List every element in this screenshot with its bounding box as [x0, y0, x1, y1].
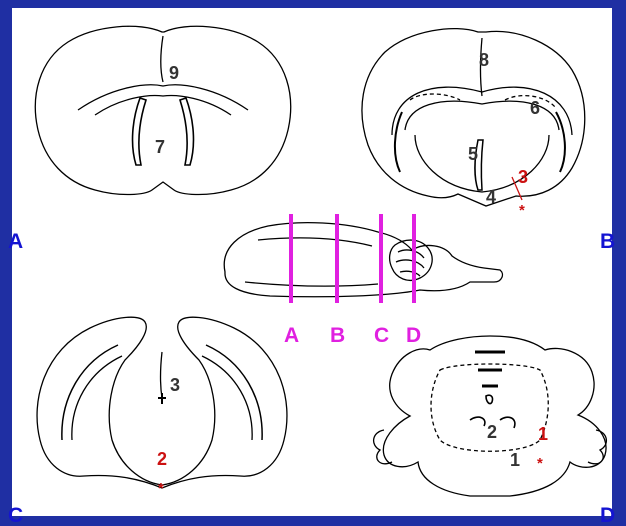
section-c-aqueduct: [158, 393, 166, 404]
section-c-label-2: 2: [157, 449, 167, 469]
coronal-section-a: [35, 26, 290, 194]
section-d-label-1-red: 1: [538, 424, 548, 444]
section-d-ventricle: [486, 395, 493, 403]
section-a-label-7: 7: [155, 137, 165, 157]
section-d-asterisk: *: [537, 455, 543, 472]
section-b-label-4: 4: [486, 187, 496, 207]
section-c-midline: [161, 352, 163, 398]
section-a-ventricle-left: [133, 98, 146, 165]
section-c-hippocampus-left-inner: [72, 356, 122, 440]
section-c-hippocampus-right-inner: [202, 356, 252, 440]
section-d-folia-1: [475, 352, 505, 386]
section-b-hippocampus-left: [395, 112, 402, 172]
section-a-callosum-upper: [78, 85, 248, 110]
section-d-outline: [383, 336, 606, 496]
section-a-callosum-lower: [95, 96, 231, 115]
panel-label-b: B: [600, 230, 615, 253]
cut-label-c: C: [374, 324, 389, 347]
section-b-label-5: 5: [468, 144, 478, 164]
panel-label-d: D: [600, 504, 615, 526]
sagittal-sulcus: [258, 238, 372, 246]
section-b-label-8: 8: [479, 50, 489, 70]
section-a-midline: [161, 36, 163, 82]
section-c-label-3: 3: [170, 375, 180, 395]
panel-label-a: A: [8, 230, 23, 253]
cut-label-a: A: [284, 324, 299, 347]
coronal-section-b: [362, 29, 585, 206]
cut-lines: [291, 214, 414, 303]
cut-label-b: B: [330, 324, 345, 347]
sagittal-cerebellum-folia: [396, 250, 424, 276]
section-a-ventricle-right: [180, 98, 193, 165]
sagittal-brain: [224, 223, 502, 297]
coronal-section-d: [374, 336, 607, 496]
section-c-asterisk: *: [158, 480, 164, 497]
section-b-label-3: 3: [518, 167, 528, 187]
section-b-striatum-left: [410, 94, 460, 100]
section-d-flocculus-left: [374, 430, 392, 464]
section-d-label-1: 1: [510, 450, 520, 470]
cut-label-d: D: [406, 324, 421, 347]
panel-label-c: C: [8, 504, 23, 526]
section-b-asterisk: *: [519, 202, 525, 219]
section-a-label-9: 9: [169, 63, 179, 83]
section-d-label-2: 2: [487, 422, 497, 442]
section-b-hippocampus-right: [556, 112, 565, 172]
section-b-label-6: 6: [530, 98, 540, 118]
section-a-outline: [35, 26, 290, 194]
sagittal-rhinal: [245, 282, 378, 286]
